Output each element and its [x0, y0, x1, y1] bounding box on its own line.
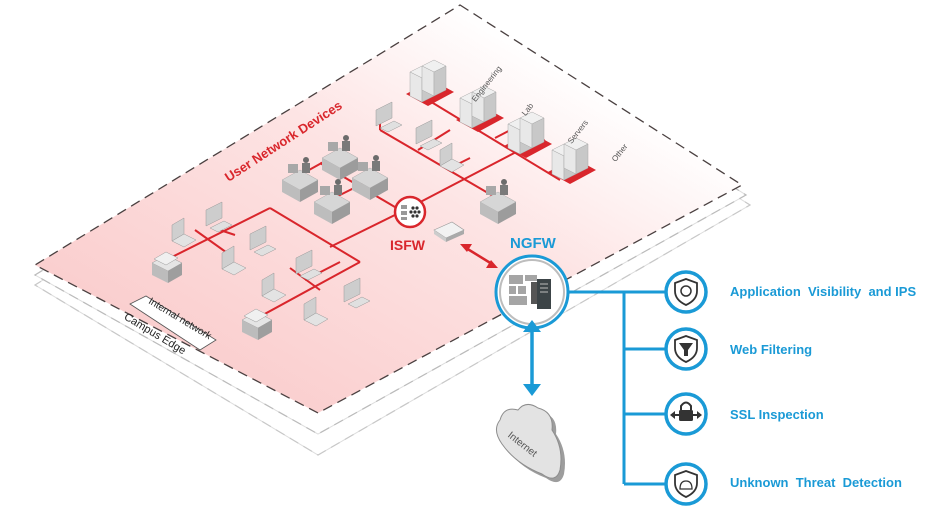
access-switch-icon — [433, 221, 465, 242]
isfw-ngfw-link-arrow — [460, 244, 498, 268]
shield-gear-icon — [664, 270, 708, 314]
ngfw-feature-links — [568, 290, 668, 486]
ngfw-internet-link-arrow — [523, 320, 541, 396]
shield-funnel-icon — [664, 327, 708, 371]
feature-application-visibility-ips: Application Visibility and IPS — [730, 284, 917, 299]
feature-unknown-threat-detection: Unknown Threat Detection — [730, 475, 902, 490]
isfw-firewall-icon[interactable] — [393, 195, 427, 229]
campus-edge-tab — [129, 295, 217, 351]
internet-cloud-icon — [496, 404, 565, 483]
shield-bomb-icon — [664, 462, 708, 506]
ssl-lock-icon — [664, 392, 708, 436]
ngfw-label: NGFW — [510, 235, 556, 252]
internal-network-plane — [33, 4, 744, 414]
isfw-label: ISFW — [390, 237, 425, 253]
feature-web-filtering: Web Filtering — [730, 342, 813, 357]
ngfw-firewall-icon[interactable] — [494, 254, 570, 330]
feature-ssl-inspection: SSL Inspection — [730, 407, 824, 422]
